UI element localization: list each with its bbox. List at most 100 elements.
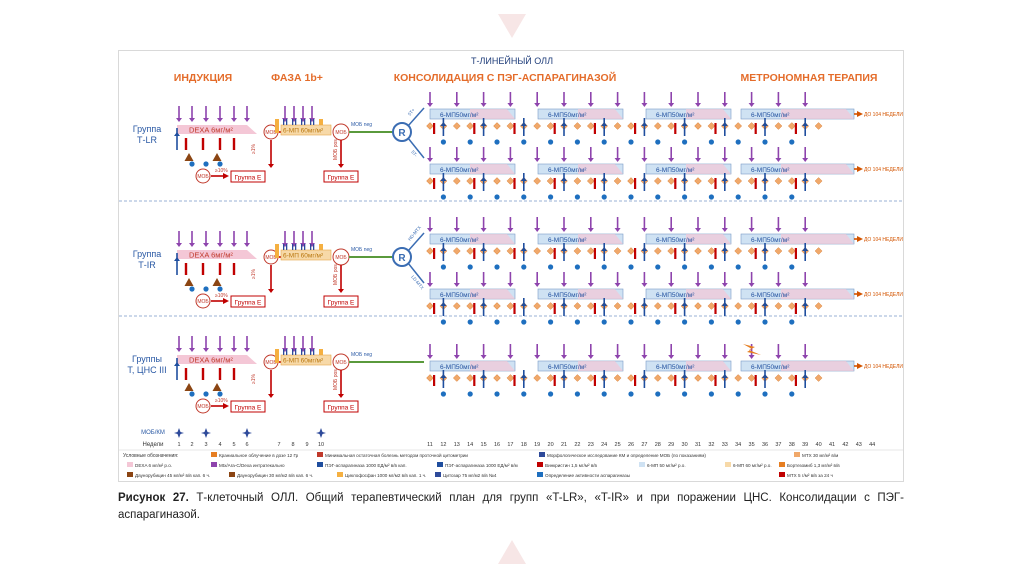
vcr-1-1-20	[553, 303, 556, 314]
mtx-diamond-0-1-35	[747, 177, 756, 185]
cons-dot-0-0-14	[467, 139, 473, 145]
cons-dot-1-0-14	[467, 264, 473, 270]
cytarabine-mark-2-3a	[310, 349, 312, 355]
do104-label-2-0: ДО 104 НЕДЕЛИ	[864, 364, 903, 370]
vcr-1-0-11	[433, 248, 436, 259]
cons-dot-1-1-26	[628, 319, 634, 325]
dexa-pulse-2-0-1	[578, 361, 623, 371]
ind-dot-0-1	[203, 161, 209, 167]
week-41: 41	[829, 442, 835, 448]
peg-arrow-2-0-30-head	[681, 374, 688, 378]
mtx-diamond-1-1-31	[694, 302, 702, 310]
mtx-diamond-1-0-20	[546, 247, 555, 255]
mtx-diamond-2-0-14	[466, 374, 475, 382]
vcr-1-1-14	[473, 303, 476, 314]
cons-arrow-1-1-11-head	[427, 283, 433, 287]
mtx-diamond-0-0-29	[667, 122, 676, 130]
cons-dot-2-0-20	[548, 391, 554, 397]
peg-arrow-1-0-21-head	[561, 247, 567, 251]
week-30: 30	[682, 442, 688, 448]
cons-arrow-0-1-29-head	[668, 158, 675, 162]
mtx-diamond-1-0-26	[627, 247, 635, 255]
cons-arrow-1-0-29-head	[668, 228, 675, 232]
week-20: 20	[548, 442, 554, 448]
vcr-2-0-20	[553, 375, 556, 386]
caption-number: Рисунок 27.	[118, 492, 189, 504]
mtx-diamond-2-0-22	[573, 374, 582, 382]
bone-marrow-star-3	[316, 428, 326, 438]
vcr-0-1-26	[634, 178, 637, 189]
mtx-diamond-1-0-23	[586, 247, 595, 255]
mp50-label-1-1-1: 6-МП50мг/м²	[548, 292, 587, 299]
mtx-diamond-1-0-28	[653, 247, 662, 255]
mob-circle-d15-0	[195, 168, 211, 184]
intrathecal-arrow-0-4-head	[231, 118, 237, 122]
rand-up-1	[407, 232, 425, 252]
group-label-2-1: Т, ЦНС III	[127, 365, 166, 375]
cons-arrow-0-0-25-head	[614, 103, 621, 107]
week-43: 43	[856, 442, 862, 448]
cons-dot-1-1-18	[521, 319, 527, 325]
legend-swatch-8	[537, 462, 543, 467]
ind-dot-1-2	[217, 286, 223, 292]
week-27: 27	[641, 442, 647, 448]
cons-arrow-2-0-27-head	[641, 355, 648, 359]
cons-dot-2-0-38	[789, 391, 795, 397]
peg-arrow-0-0-27-head	[641, 122, 648, 126]
week-25: 25	[615, 442, 621, 448]
cons-arrow-2-0-13-head	[453, 355, 460, 359]
cons-dot-0-1-18	[521, 194, 527, 200]
bone-marrow-star-1	[201, 428, 211, 438]
cons-dot-0-0-28	[655, 139, 661, 145]
legend-swatch-15	[435, 472, 441, 477]
peg-arrow-1-1-21-head	[561, 302, 567, 306]
legend-item-17: МТХ 5 г/м² в/в за 24 ч	[787, 473, 833, 478]
cons-arrow-1-1-37-head	[775, 283, 782, 287]
mob-pos-arrow-2-head	[338, 394, 344, 398]
mtx-diamond-1-1-11	[426, 302, 434, 310]
cons-dot-1-0-24	[601, 264, 607, 270]
vcr-1-1-32	[714, 303, 717, 314]
peg-arrow-1-0-33-head	[721, 247, 728, 251]
cytarabine-mark-0-2b	[304, 119, 306, 125]
week-8: 8	[291, 442, 294, 448]
week-32: 32	[708, 442, 714, 448]
mtx-diamond-2-0-11	[426, 374, 434, 382]
cons-dot-2-0-16	[494, 391, 500, 397]
vcr-2-0-35	[754, 375, 757, 386]
intrathecal-arrow-0-3-head	[217, 118, 223, 122]
group-e-1b-2	[323, 400, 359, 413]
mtx-diamond-1-0-14	[466, 247, 475, 255]
cons-arrow-0-0-23-head	[587, 103, 594, 107]
cons-arrow-1-1-19-head	[534, 283, 541, 287]
legend-swatch-3	[794, 452, 800, 457]
cons-dot-0-1-28	[655, 194, 661, 200]
ge1-1: ≥1%	[251, 268, 257, 279]
cons-dot-0-1-20	[548, 194, 554, 200]
cons-arrow-2-0-31-head	[695, 355, 701, 359]
legend-item-0: Краниальное облучение в дозе 12 Гр	[219, 453, 299, 458]
cons-dot-1-1-38	[789, 319, 795, 325]
vcr-0-1-11	[433, 178, 436, 189]
daunorubicin-tri-1-0	[184, 278, 194, 286]
week-22: 22	[574, 442, 580, 448]
vcr-2-0-32	[714, 375, 717, 386]
cytarabine-mark-2-2b	[304, 349, 306, 355]
cons-arrow-0-0-21-head	[561, 103, 567, 107]
ge10-0: ≥10%	[215, 168, 228, 174]
mtx-diamond-2-0-28	[653, 374, 662, 382]
mtx-diamond-1-1-29	[667, 302, 676, 310]
cons-arrow-0-1-19-head	[534, 158, 541, 162]
cons-arrow-1-1-29-head	[668, 283, 675, 287]
mtx-diamond-2-0-23	[586, 374, 595, 382]
cons-dot-2-0-24	[601, 391, 607, 397]
daunorubicin-tri-2-1	[212, 383, 222, 391]
mob-circle-d15-0-label: МОБ	[197, 174, 209, 180]
week-12: 12	[440, 442, 446, 448]
cons-arrow-0-1-31-head	[695, 158, 701, 162]
cons-arrow-1-0-23-head	[587, 228, 594, 232]
cons-arrow-0-0-13-head	[453, 103, 460, 107]
cons-dot-1-1-16	[494, 319, 500, 325]
vcr-1-0-35	[754, 248, 757, 259]
vincristine-mark-0-1	[201, 138, 205, 150]
